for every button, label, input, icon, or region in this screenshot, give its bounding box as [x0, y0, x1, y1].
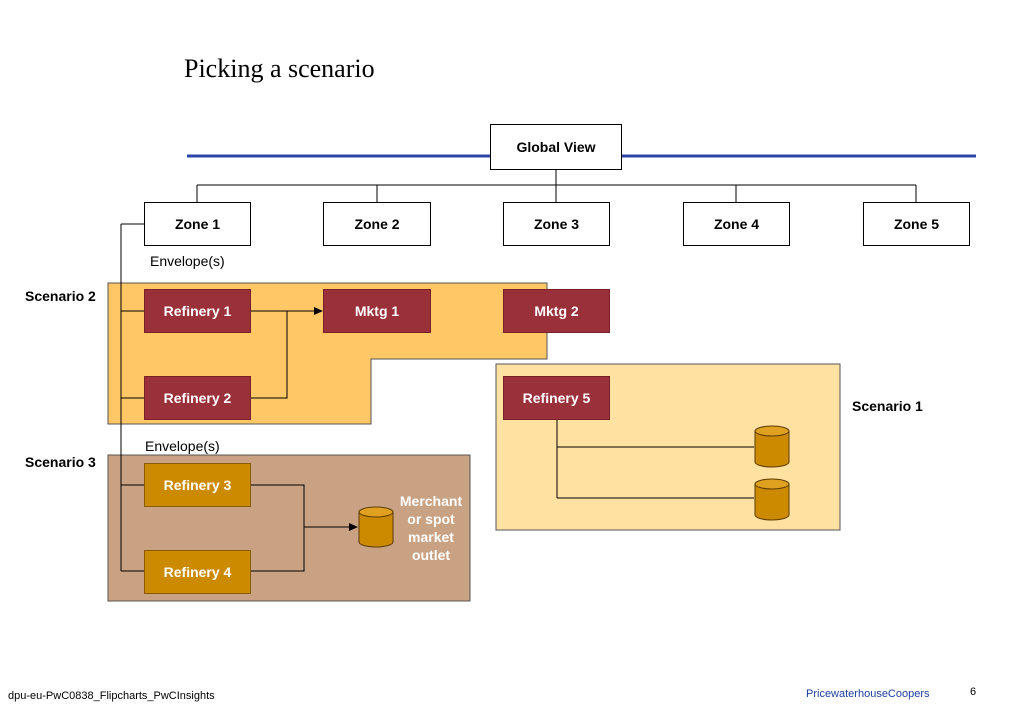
refinery-to-mktg-connectors: [250, 310, 316, 399]
storage-tank-icon: [754, 478, 790, 521]
mktg-1-node[interactable]: Mktg 1: [323, 289, 431, 333]
storage-tank-icon: [358, 506, 394, 548]
page-title: Picking a scenario: [184, 54, 375, 83]
hierarchy-connectors: [196, 169, 917, 202]
refinery-3-node[interactable]: Refinery 3: [144, 463, 251, 507]
zone-3-node[interactable]: Zone 3: [503, 202, 610, 246]
scenario-2-label: Scenario 2: [25, 288, 96, 304]
mktg-2-node[interactable]: Mktg 2: [503, 289, 610, 333]
zone-5-node[interactable]: Zone 5: [863, 202, 970, 246]
refinery-1-node[interactable]: Refinery 1: [144, 289, 251, 333]
refinery5-connectors: [556, 419, 754, 499]
zone1-spine: [120, 223, 144, 572]
arrow-to-merchant-tank: [349, 523, 358, 531]
scenario-3-label: Scenario 3: [25, 454, 96, 470]
refinery-4-node[interactable]: Refinery 4: [144, 550, 251, 594]
arrow-to-mktg1: [314, 307, 323, 315]
scenario-1-label: Scenario 1: [852, 398, 923, 414]
page-number: 6: [970, 686, 977, 698]
zone-2-node[interactable]: Zone 2: [323, 202, 431, 246]
storage-tank-icon: [754, 425, 790, 468]
envelope-label: Envelope(s): [150, 253, 225, 269]
refinery-5-node[interactable]: Refinery 5: [503, 376, 610, 420]
footer-document-id: dpu-eu-PwC0838_Flipcharts_PwCInsights: [8, 690, 215, 702]
refinery-2-node[interactable]: Refinery 2: [144, 376, 251, 420]
footer-brand: PricewaterhouseCoopers: [806, 688, 930, 700]
zone-4-node[interactable]: Zone 4: [683, 202, 790, 246]
envelope-label: Envelope(s): [145, 438, 220, 454]
refinery-to-merchant-connectors: [250, 484, 351, 572]
global-view-node[interactable]: Global View: [490, 124, 622, 170]
zone-1-node[interactable]: Zone 1: [144, 202, 251, 246]
merchant-outlet-label: Merchant or spot market outlet: [399, 493, 463, 563]
